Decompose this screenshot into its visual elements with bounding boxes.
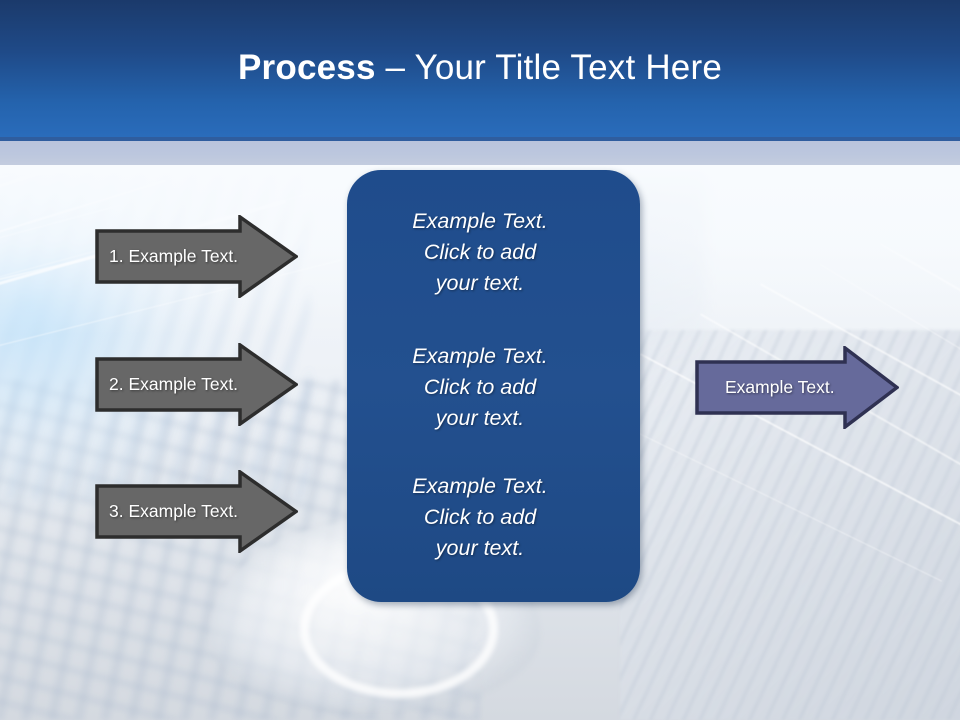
step-arrow-1[interactable]: 1. Example Text. bbox=[95, 215, 298, 298]
center-text-block-3-line1: Example Text. bbox=[412, 474, 548, 498]
step-arrow-2-label: 2. Example Text. bbox=[109, 374, 239, 394]
center-text-block-3[interactable]: Example Text. Click to add your text. bbox=[0, 471, 960, 564]
result-arrow[interactable]: Example Text. bbox=[695, 346, 899, 429]
center-text-block-2[interactable]: Example Text. Click to add your text. bbox=[0, 341, 960, 434]
center-content-panel[interactable] bbox=[347, 170, 640, 602]
title-bar-accent-band bbox=[0, 141, 960, 165]
center-text-block-1-line1: Example Text. bbox=[412, 209, 548, 233]
center-text-block-2-line2: Click to add bbox=[423, 375, 537, 399]
center-text-block-2-line3: your text. bbox=[435, 406, 525, 430]
title-bar-underline bbox=[0, 137, 960, 141]
page-title-bold: Process bbox=[238, 48, 376, 87]
arrow-right-icon bbox=[95, 470, 298, 553]
step-arrow-3-label: 3. Example Text. bbox=[109, 501, 239, 521]
arrow-right-icon bbox=[95, 215, 298, 298]
page-title: Process – Your Title Text Here bbox=[0, 48, 960, 88]
center-text-block-1-line3: your text. bbox=[435, 271, 525, 295]
step-arrow-2[interactable]: 2. Example Text. bbox=[95, 343, 298, 426]
step-arrow-3[interactable]: 3. Example Text. bbox=[95, 470, 298, 553]
center-text-block-3-line2: Click to add bbox=[423, 505, 537, 529]
title-bar bbox=[0, 0, 960, 137]
step-arrow-1-label: 1. Example Text. bbox=[109, 246, 239, 266]
arrow-right-icon bbox=[95, 343, 298, 426]
result-arrow-label: Example Text. bbox=[725, 377, 835, 397]
center-text-block-1-line2: Click to add bbox=[423, 240, 537, 264]
center-text-block-1[interactable]: Example Text. Click to add your text. bbox=[0, 206, 960, 299]
arrow-right-icon bbox=[695, 346, 899, 429]
center-text-block-3-line3: your text. bbox=[435, 536, 525, 560]
page-title-rest: – Your Title Text Here bbox=[375, 48, 722, 87]
center-text-block-2-line1: Example Text. bbox=[412, 344, 548, 368]
